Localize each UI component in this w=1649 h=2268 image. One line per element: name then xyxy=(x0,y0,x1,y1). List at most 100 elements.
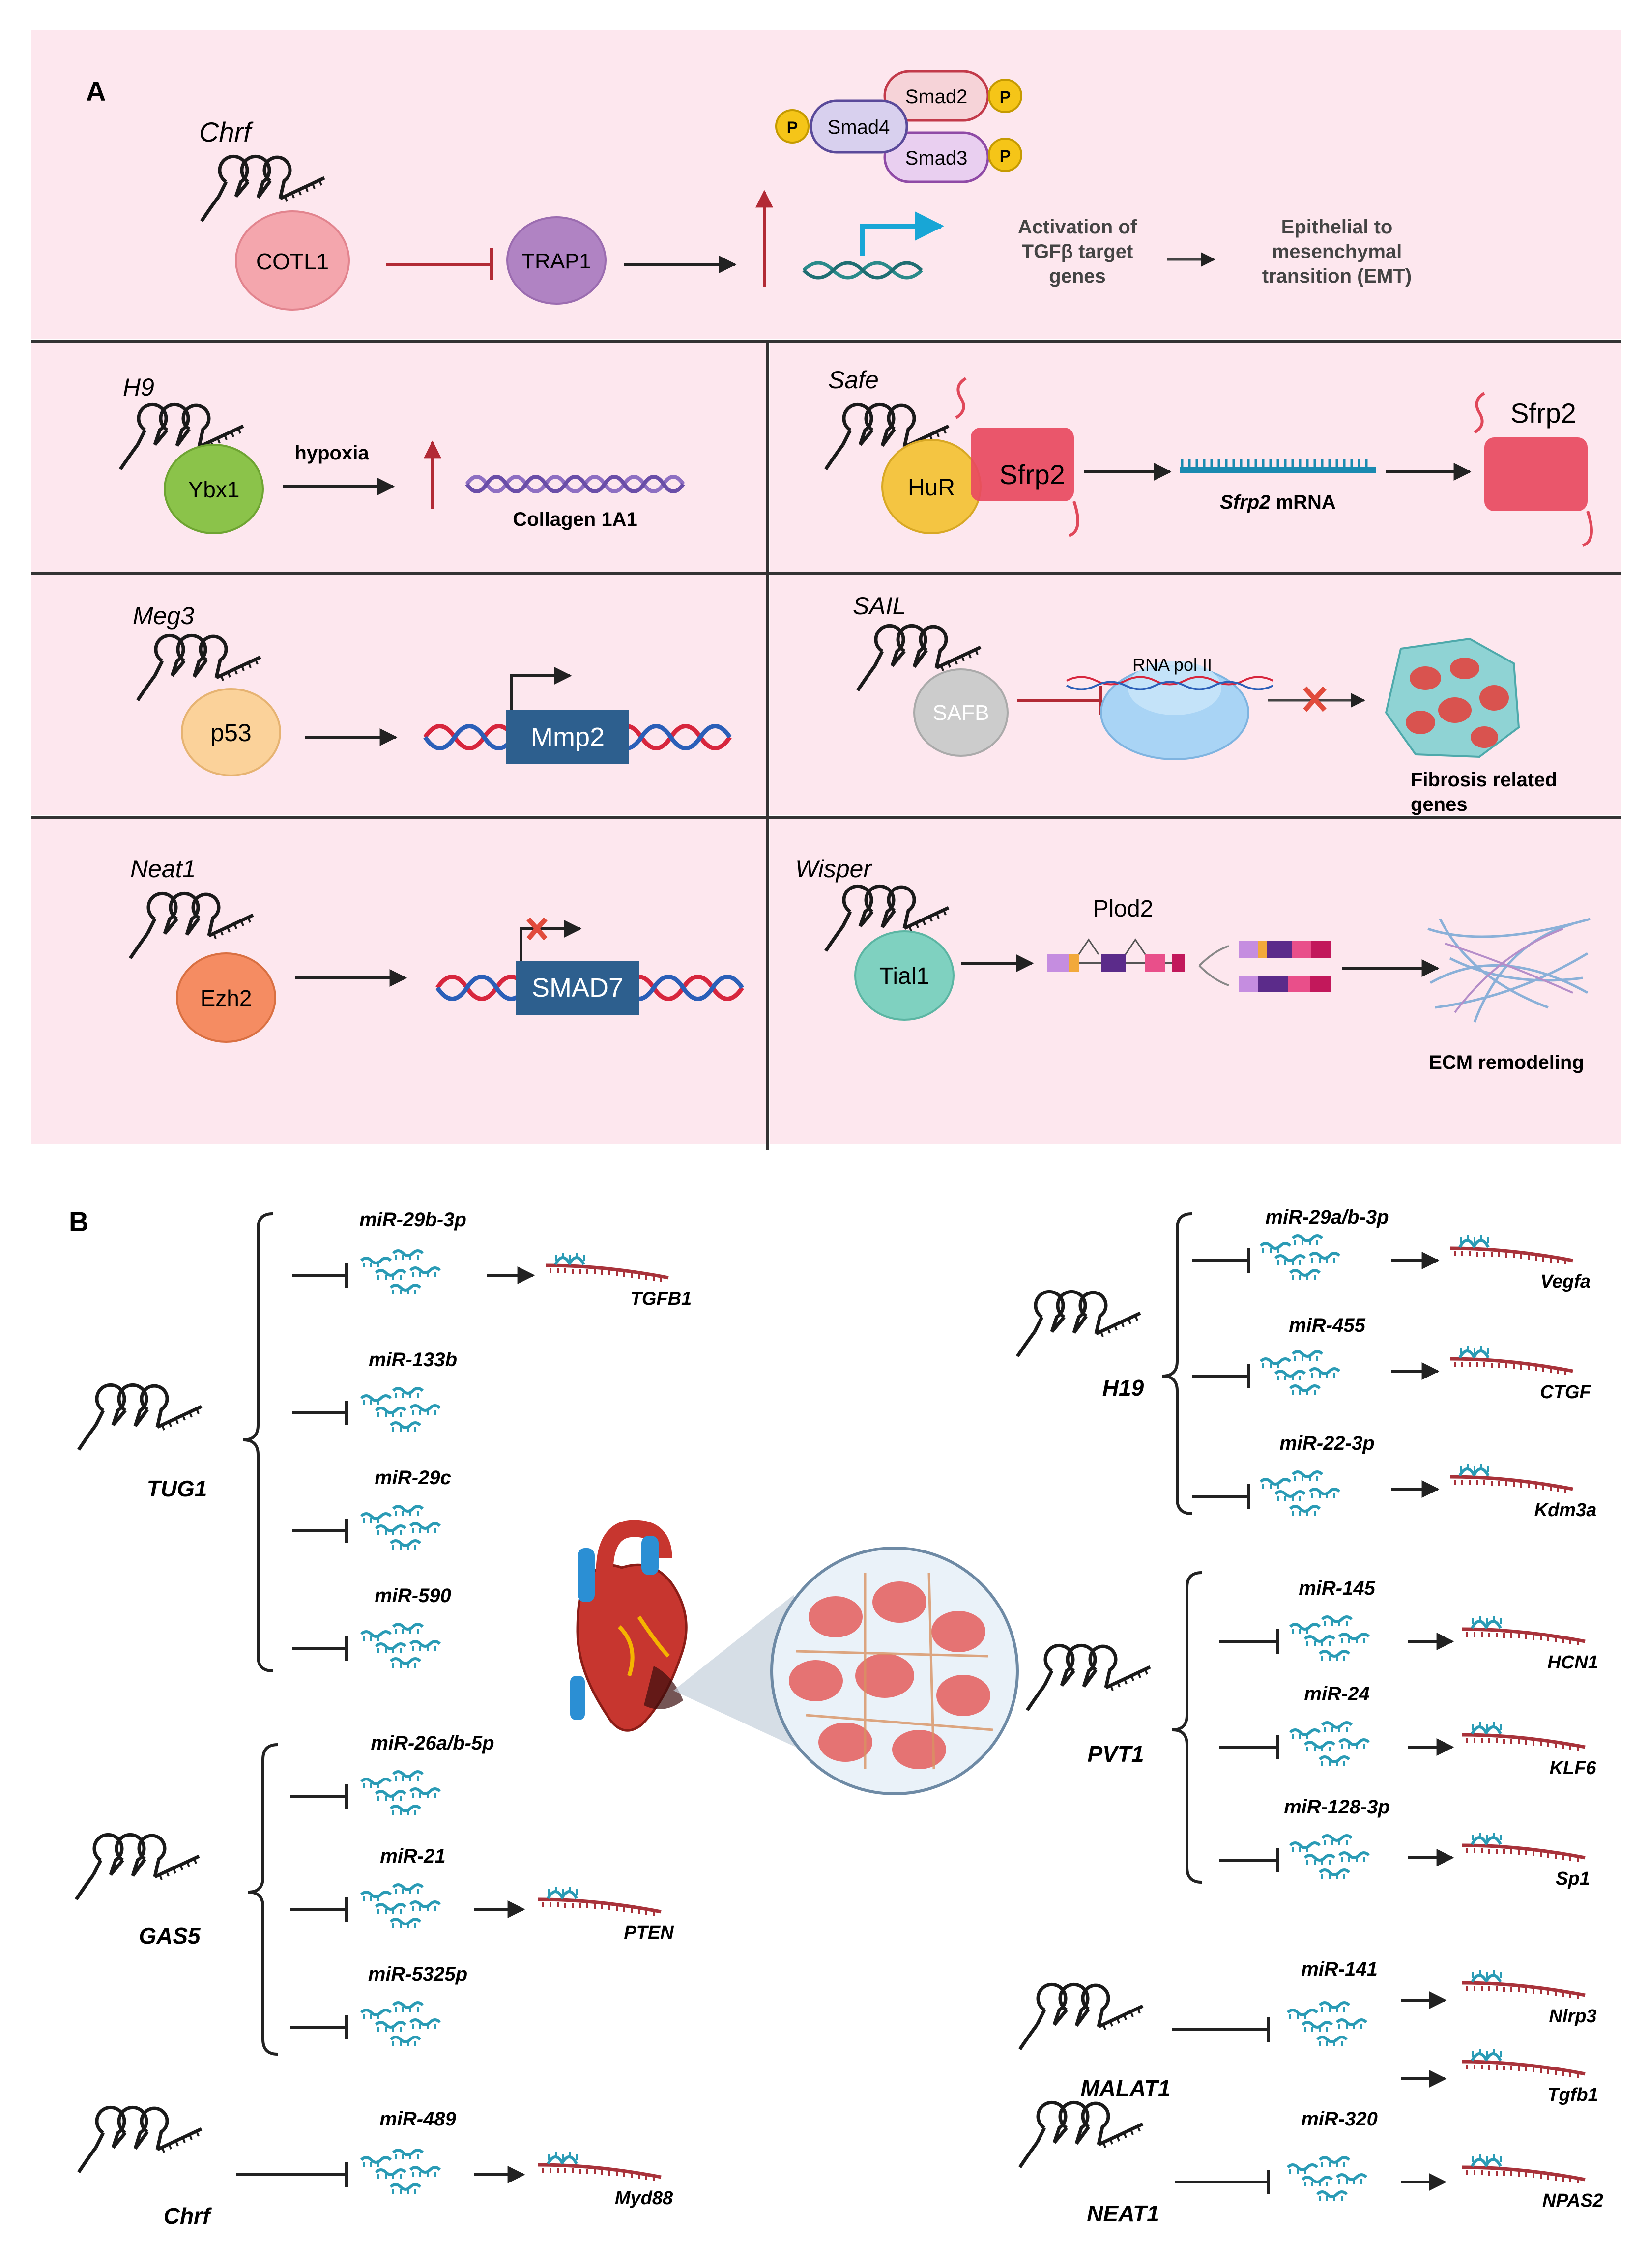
mrna-target-icon xyxy=(1462,2049,1585,2078)
mirna-icon xyxy=(361,1388,440,1432)
neat1-b-lncrna-icon xyxy=(1020,2102,1143,2167)
smad2-label: Smad2 xyxy=(905,86,968,108)
wisper-label: Wisper xyxy=(795,855,872,883)
sfrp2-bound-label: Sfrp2 xyxy=(999,459,1065,490)
zoom-cone xyxy=(673,1595,801,1750)
gas5-label: GAS5 xyxy=(139,1923,201,1949)
block-x-icon xyxy=(1303,686,1327,712)
mmp2-promoter-arrow-icon xyxy=(510,667,572,710)
h19-label: H19 xyxy=(1102,1375,1144,1401)
mirna-icon xyxy=(1261,1472,1339,1516)
phospho-label-1: P xyxy=(787,118,798,137)
mirna-label: miR-133b xyxy=(369,1349,457,1371)
target-label: CTGF xyxy=(1540,1382,1591,1403)
target-label: HCN1 xyxy=(1547,1652,1598,1673)
phospho-icon xyxy=(988,138,1022,172)
mmp2-label: Mmp2 xyxy=(531,722,605,752)
mirna-label: miR-590 xyxy=(375,1585,451,1607)
safe-label: Safe xyxy=(828,366,879,394)
mirna-label: miR-145 xyxy=(1299,1578,1375,1599)
hur-label: HuR xyxy=(908,475,955,501)
meg3-pathway: Meg3 p53 Mmp2 xyxy=(133,602,730,776)
pvt1-label: PVT1 xyxy=(1087,1741,1144,1767)
mirna-label: miR-29b-3p xyxy=(359,1209,466,1231)
phospho-label-3: P xyxy=(1000,147,1011,166)
mirna-icon xyxy=(361,1772,440,1815)
meg3-label: Meg3 xyxy=(133,602,194,630)
cotl1-protein-icon xyxy=(235,210,350,311)
mirna-label: miR-22-3p xyxy=(1279,1433,1374,1454)
h19-group: H19 miR-29a/b-3p Vegfa miR-455 CTGF miR-… xyxy=(1017,1206,1596,1521)
pvt1-lncrna-icon xyxy=(1027,1645,1150,1710)
ecm-fiber-icon xyxy=(1427,918,1591,1023)
block-x-icon xyxy=(526,917,548,941)
gas5-group: GAS5 miR-26a/b-5p miR-21 PTEN miR-5325p xyxy=(76,1732,674,2056)
mirna-icon xyxy=(361,1885,440,1928)
smad4-icon xyxy=(810,99,908,154)
trap1-protein-icon xyxy=(506,216,607,305)
mirna-label: miR-128-3p xyxy=(1284,1796,1390,1818)
mirna-icon xyxy=(361,1506,440,1550)
fibrosis-line-1: Fibrosis related xyxy=(1411,769,1557,791)
tug1-label: TUG1 xyxy=(147,1476,207,1501)
rna-pol-ii-icon xyxy=(1066,661,1273,760)
phospho-label-2: P xyxy=(1000,88,1011,107)
mrna-target-icon xyxy=(1462,1833,1585,1862)
panel-meg3 xyxy=(31,575,766,815)
mirna-icon xyxy=(361,2150,440,2194)
p53-label: p53 xyxy=(210,719,251,746)
mirna-label: miR-320 xyxy=(1301,2108,1378,2130)
mirna-icon xyxy=(361,1624,440,1668)
mirna-icon xyxy=(1290,1617,1369,1661)
mrna-target-icon xyxy=(538,1887,661,1916)
mirna-label: miR-21 xyxy=(380,1845,445,1867)
sfrp2-product-icon xyxy=(1474,392,1593,547)
safe-pathway: Safe HuR Sfrp2 Sfrp2 mRNA Sfrp2 xyxy=(826,366,1593,547)
emt-line-1: Epithelial to xyxy=(1281,216,1393,238)
ezh2-protein-icon xyxy=(176,952,276,1043)
collagen-fiber-icon xyxy=(465,475,685,493)
h9-label: H9 xyxy=(123,373,154,401)
sfrp2-receptor-icon xyxy=(955,377,1079,537)
safb-label: SAFB xyxy=(933,701,989,725)
mirna-icon xyxy=(361,1251,440,1294)
chrf-dna-icon xyxy=(802,261,923,280)
phospho-icon xyxy=(775,109,810,144)
smad3-label: Smad3 xyxy=(905,147,968,169)
gas5-lncrna-icon xyxy=(76,1835,199,1899)
mirna-label: miR-141 xyxy=(1301,1958,1378,1980)
ecm-remodeling-label: ECM remodeling xyxy=(1429,1052,1584,1073)
emt-line-2: mesenchymal xyxy=(1272,241,1402,262)
neat1-pathway: Neat1 Ezh2 SMAD7 xyxy=(130,855,742,1043)
hypoxia-label: hypoxia xyxy=(294,442,369,464)
emt-line-3: transition (EMT) xyxy=(1262,265,1412,287)
target-label: Vegfa xyxy=(1540,1271,1591,1292)
sfrp2-product-label: Sfrp2 xyxy=(1510,398,1576,429)
malat1-label: MALAT1 xyxy=(1080,2075,1170,2101)
mrna-target-icon xyxy=(546,1253,668,1282)
target-label: Kdm3a xyxy=(1534,1500,1597,1521)
mirna-label: miR-26a/b-5p xyxy=(371,1732,494,1754)
activation-line-1: Activation of xyxy=(1018,216,1137,238)
wisper-pathway: Wisper Tial1 Plod2 xyxy=(795,855,1591,1073)
panel-h9 xyxy=(31,343,766,572)
target-label: Myd88 xyxy=(615,2188,673,2209)
collagen-label: Collagen 1A1 xyxy=(513,509,637,530)
p53-protein-icon xyxy=(181,688,281,776)
smad4-label: Smad4 xyxy=(828,116,890,138)
h9-pathway: H9 Ybx1 hypoxia Collagen 1A1 xyxy=(120,373,685,534)
cotl1-label: COTL1 xyxy=(256,249,329,274)
rna-pol-ii-label: RNA pol II xyxy=(1132,655,1212,675)
chrf-pathway: Chrf COTL1 TRAP1 Smad2 Smad3 Smad4 P P P xyxy=(199,70,1412,311)
mirna-label: miR-24 xyxy=(1304,1683,1369,1705)
chrf-b-group: Chrf miR-489 Myd88 xyxy=(79,2107,673,2229)
activation-line-2: TGFβ target xyxy=(1022,241,1133,262)
mrna-target-icon xyxy=(1450,1235,1573,1264)
target-label: NPAS2 xyxy=(1542,2190,1603,2211)
panel-a: A Chrf COTL1 TRAP1 Smad2 Smad3 Smad4 P P xyxy=(31,30,1621,1150)
mrna-target-icon xyxy=(1450,1346,1573,1375)
malat1-group: MALAT1 miR-141 Nlrp3 Tgfb1 xyxy=(1020,1958,1598,2105)
neat1-b-label: NEAT1 xyxy=(1087,2201,1159,2226)
mrna-target-icon xyxy=(1462,2154,1585,2183)
chrf-b-lncrna-icon xyxy=(79,2107,202,2172)
